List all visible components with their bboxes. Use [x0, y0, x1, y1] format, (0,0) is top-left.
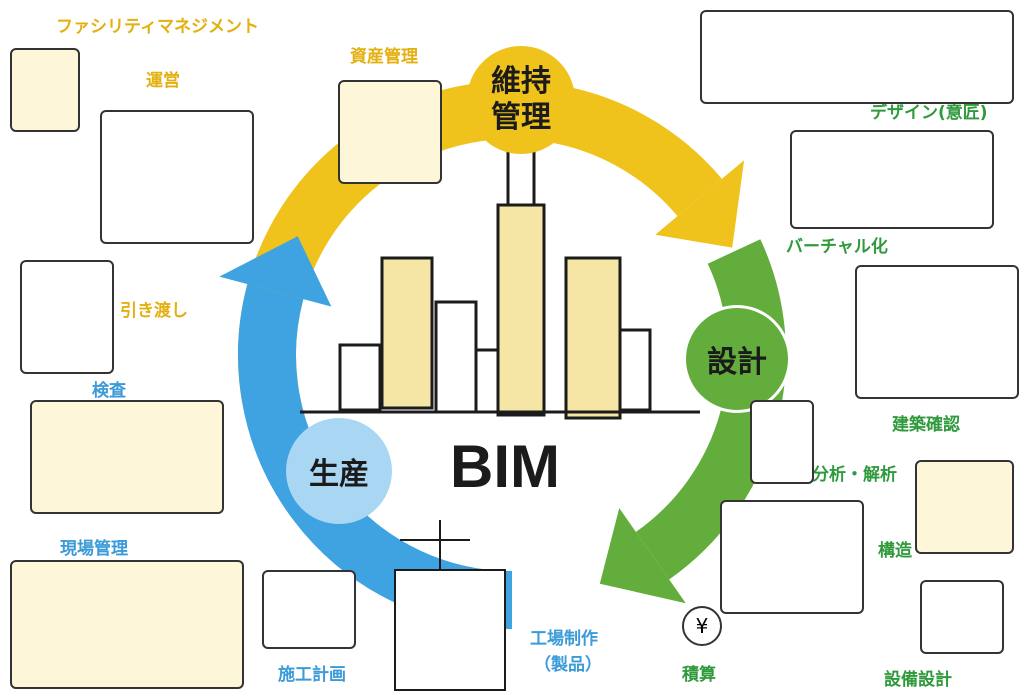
label-site-management: 現場管理	[60, 539, 128, 559]
vr-design-illustration	[790, 130, 994, 229]
label-factory-products: （製品）	[534, 655, 602, 675]
operation-team-illustration	[100, 110, 254, 244]
label-virtualization: バーチャル化	[786, 237, 888, 257]
label-equipment-design: 設備設計	[884, 670, 952, 690]
city-skyline-illustration	[300, 130, 700, 420]
design-arrowhead	[599, 508, 686, 604]
label-estimation: 積算	[682, 665, 716, 685]
maintenance-arrowhead	[655, 160, 745, 248]
hub-maintenance-label: 維持管理	[491, 64, 551, 135]
label-factory-production: 工場制作	[530, 629, 598, 649]
hub-production-label: 生産	[309, 457, 369, 492]
structure-gear-illustration	[915, 460, 1014, 554]
label-operation: 運営	[146, 71, 180, 91]
facility-worker-illustration	[10, 48, 80, 132]
center-title: BIM	[450, 433, 560, 500]
hub-design-label: 設計	[707, 345, 767, 380]
factory-crane-illustration	[394, 520, 506, 691]
analysis-illustration	[750, 400, 814, 484]
calendar-illustration	[262, 570, 356, 649]
yen-icon: ¥	[682, 606, 722, 646]
label-analysis: 分析・解析	[812, 465, 897, 485]
city-street-illustration	[700, 10, 1014, 104]
hub-design: 設計	[683, 305, 791, 413]
label-facility-management: ファシリティマネジメント	[56, 17, 259, 37]
excavator-illustration	[10, 560, 244, 689]
hub-maintenance: 維持管理	[467, 46, 575, 154]
review-meeting-illustration	[855, 265, 1019, 399]
label-structure: 構造	[878, 541, 912, 561]
production-arrowhead	[219, 236, 332, 307]
equipment-monitor-illustration	[920, 580, 1004, 654]
label-design-intent: デザイン(意匠)	[870, 103, 988, 123]
label-construction-planning: 施工計画	[278, 665, 346, 685]
asset-laptop-illustration	[338, 80, 442, 184]
label-building-confirmation: 建築確認	[892, 415, 960, 435]
estimation-chart-illustration	[720, 500, 864, 614]
label-handover: 引き渡し	[120, 301, 188, 321]
inspection-workers-illustration	[30, 400, 224, 514]
label-asset-management: 資産管理	[350, 47, 418, 67]
handshake-illustration	[20, 260, 114, 374]
design-arc	[635, 239, 786, 580]
label-inspection: 検査	[92, 381, 126, 401]
hub-production: 生産	[286, 418, 392, 524]
